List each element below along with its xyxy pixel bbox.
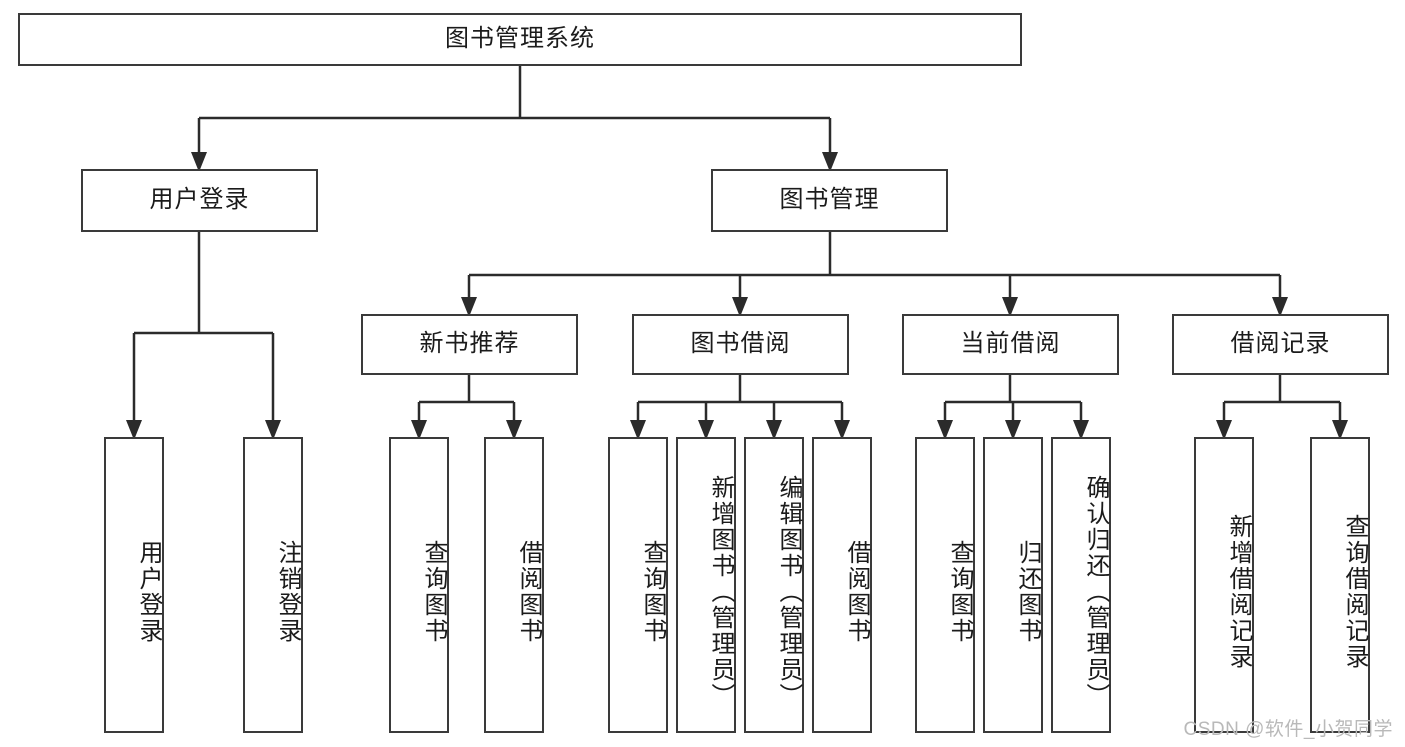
leaf-borrow-record-query[interactable]: 查询借阅记录 [1310,437,1370,733]
node-label: 用户登录 [135,540,162,644]
watermark-text: CSDN @软件_小贺同学 [1183,719,1393,740]
leaf-book-borrow-borrow[interactable]: 借阅图书 [812,437,872,733]
node-user-login[interactable]: 用户登录 [81,169,318,232]
node-label: 新增借阅记录 [1225,514,1252,670]
node-label: 查询图书 [639,540,666,644]
leaf-new-book-query[interactable]: 查询图书 [389,437,449,733]
node-label: 借阅记录 [1230,330,1331,358]
node-label: 编辑图书（管理员） [775,475,802,709]
node-borrow-record[interactable]: 借阅记录 [1172,314,1389,375]
node-book-borrow[interactable]: 图书借阅 [632,314,849,375]
leaf-book-borrow-edit[interactable]: 编辑图书（管理员） [744,437,804,733]
leaf-user-login-logout[interactable]: 注销登录 [243,437,303,733]
node-root-book-management-system[interactable]: 图书管理系统 [18,13,1022,66]
leaf-new-book-borrow[interactable]: 借阅图书 [484,437,544,733]
node-label: 新增图书（管理员） [707,475,734,709]
node-label: 图书借阅 [690,330,791,358]
leaf-book-borrow-add[interactable]: 新增图书（管理员） [676,437,736,733]
node-label: 查询图书 [946,540,973,644]
node-label: 查询借阅记录 [1341,514,1368,670]
node-label: 注销登录 [274,540,301,644]
leaf-borrow-record-add[interactable]: 新增借阅记录 [1194,437,1254,733]
node-label: 当前借阅 [960,330,1061,358]
node-label: 借阅图书 [843,540,870,644]
node-new-book-recommend[interactable]: 新书推荐 [361,314,578,375]
node-label: 借阅图书 [515,540,542,644]
leaf-user-login-login[interactable]: 用户登录 [104,437,164,733]
leaf-current-borrow-confirm-return[interactable]: 确认归还（管理员） [1051,437,1111,733]
node-label: 归还图书 [1014,540,1041,644]
node-book-management[interactable]: 图书管理 [711,169,948,232]
node-current-borrow[interactable]: 当前借阅 [902,314,1119,375]
node-label: 查询图书 [420,540,447,644]
leaf-book-borrow-query[interactable]: 查询图书 [608,437,668,733]
node-label: 新书推荐 [419,330,520,358]
node-label: 确认归还（管理员） [1082,475,1109,709]
leaf-current-borrow-query[interactable]: 查询图书 [915,437,975,733]
node-label: 图书管理 [779,186,880,214]
node-label: 图书管理系统 [445,25,595,53]
leaf-current-borrow-return[interactable]: 归还图书 [983,437,1043,733]
node-label: 用户登录 [149,186,250,214]
